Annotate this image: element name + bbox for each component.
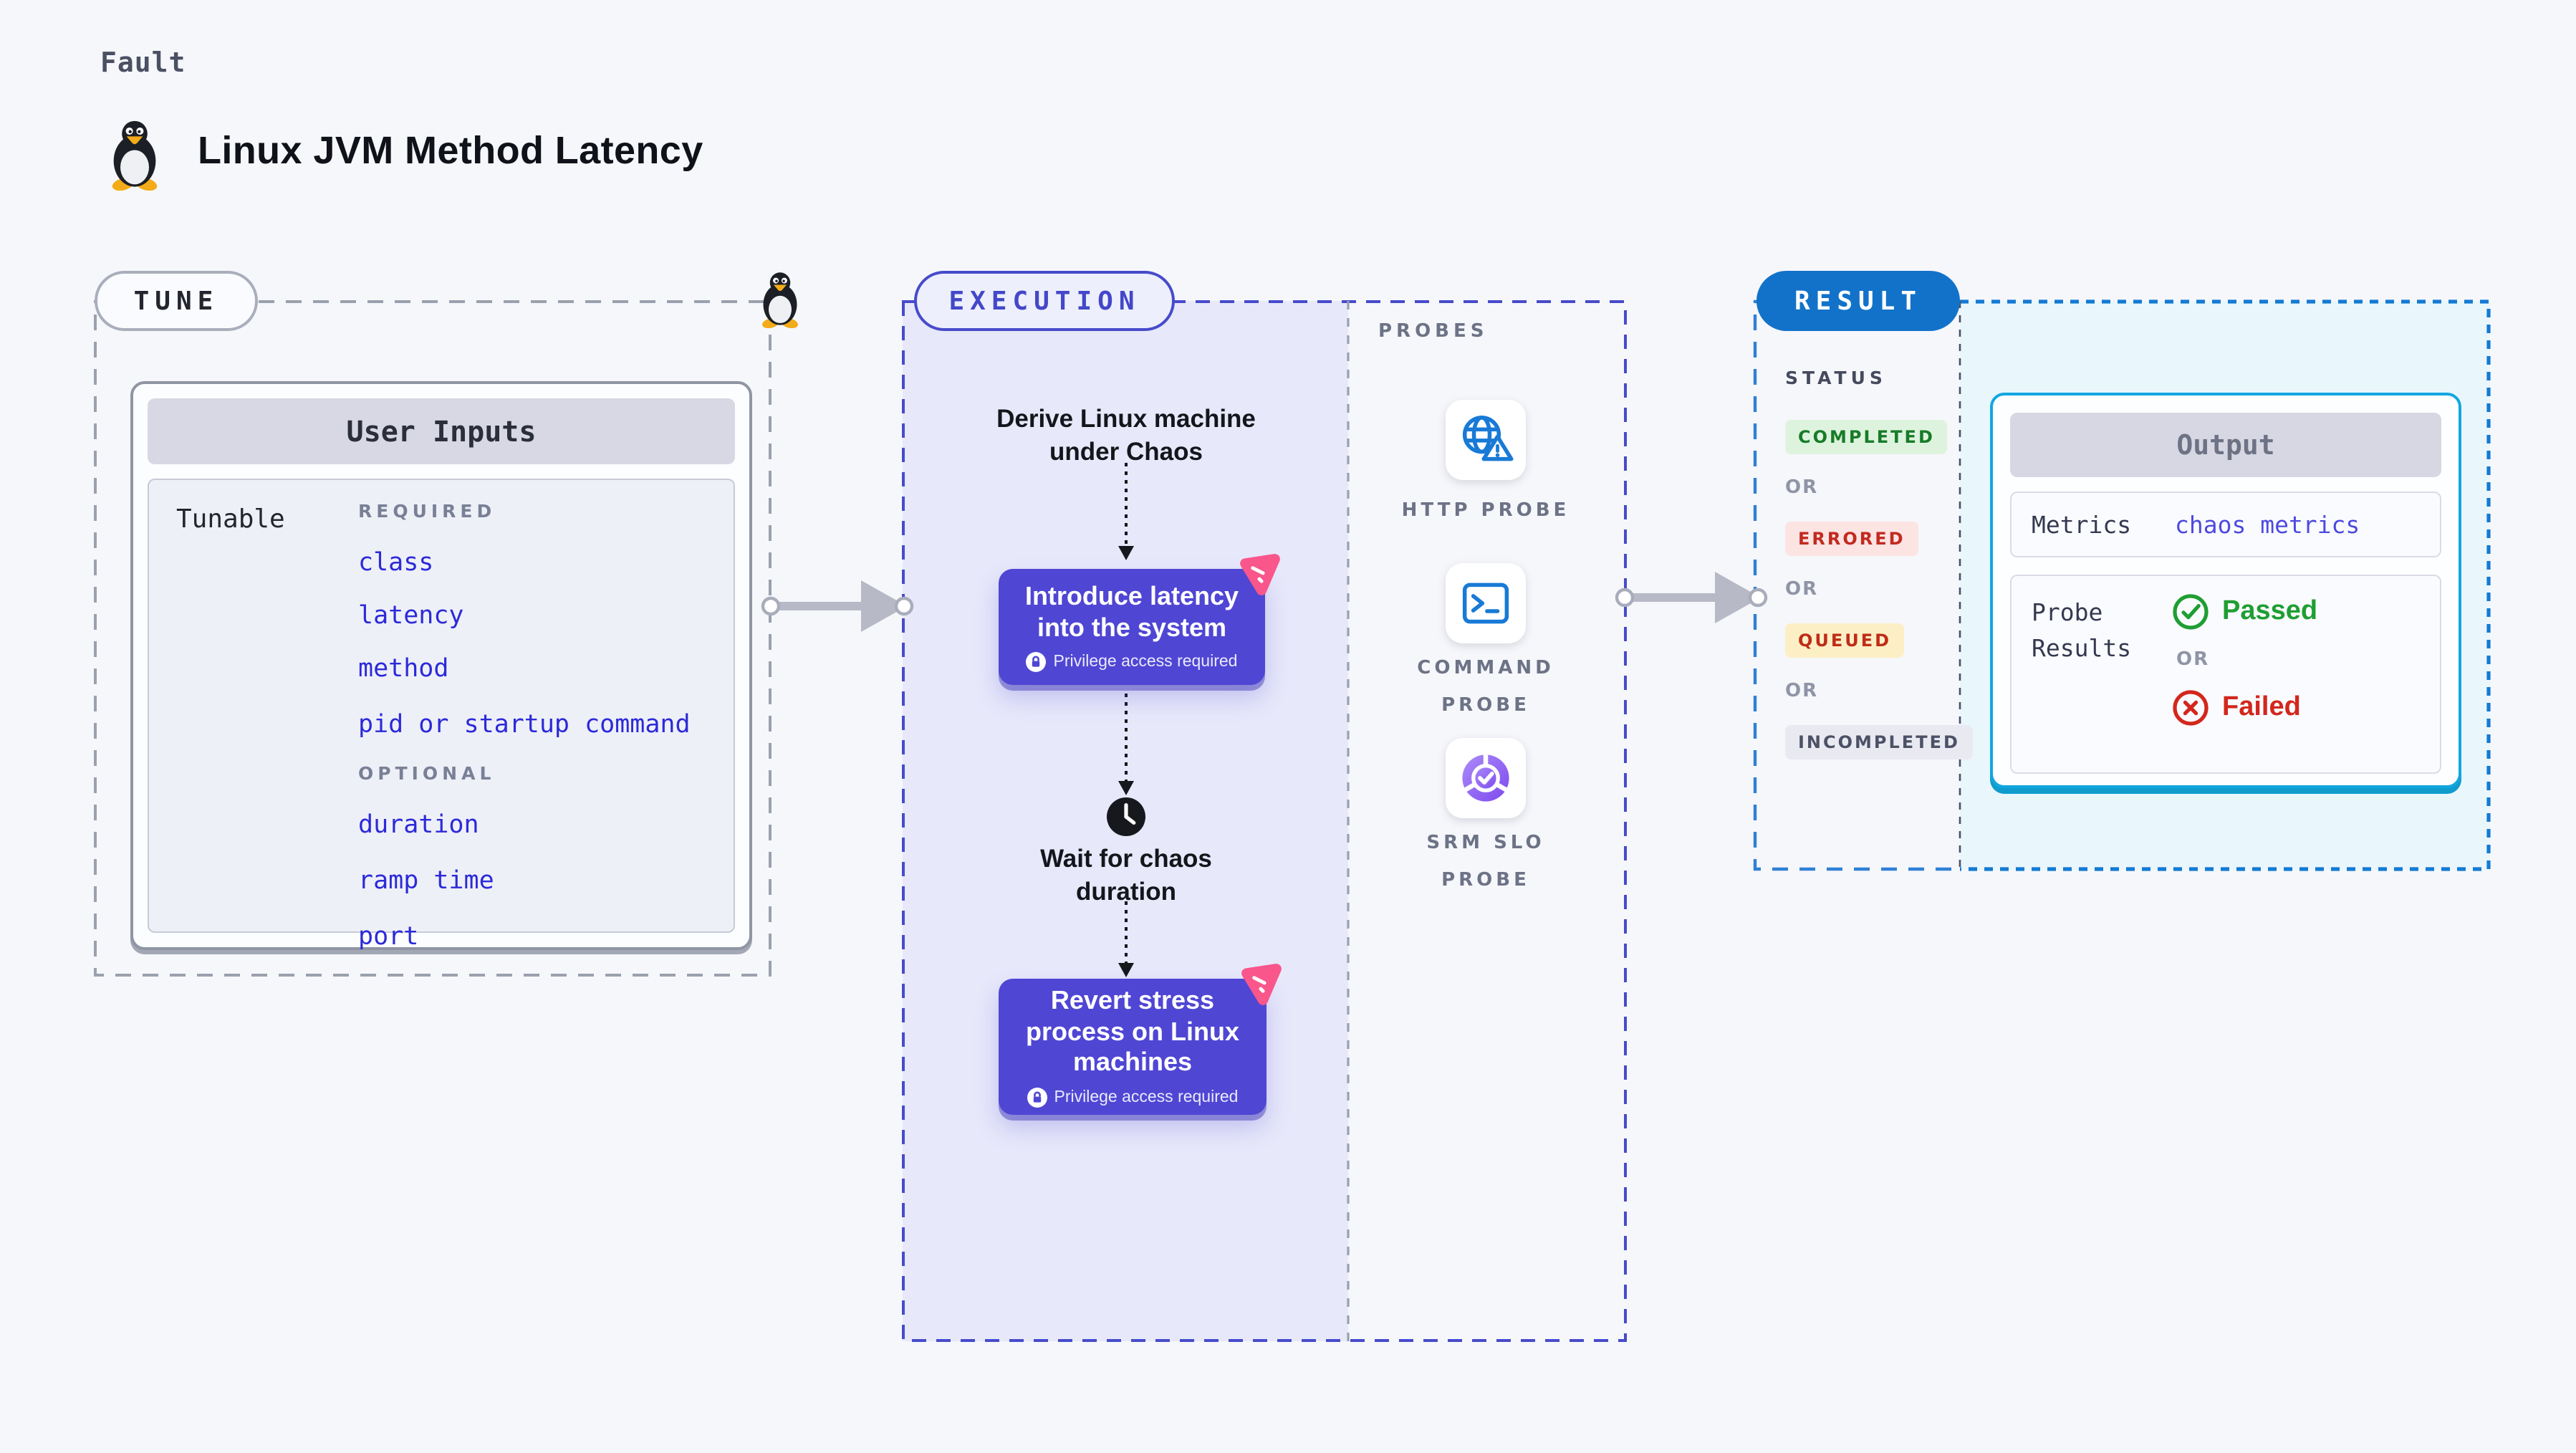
metrics-label: Metrics <box>2032 511 2132 538</box>
privilege-note: Privilege access required <box>1053 653 1238 671</box>
param-class[interactable]: class <box>358 549 434 577</box>
result-status-dashed-border <box>1753 299 1960 871</box>
privilege-note: Privilege access required <box>1054 1088 1239 1106</box>
param-duration[interactable]: duration <box>358 811 479 840</box>
result-section-pill: RESULT <box>1756 271 1960 331</box>
user-inputs-title: User Inputs <box>148 398 735 464</box>
user-inputs-card: User Inputs Tunable REQUIRED class laten… <box>130 381 752 951</box>
tune-dashed-box <box>94 300 772 977</box>
revert-stress-node: Revert stress process on Linux machines … <box>999 964 1282 1115</box>
tunable-params-list: REQUIRED class latency method pid or sta… <box>358 500 691 951</box>
or-label: OR <box>2176 649 2210 671</box>
chaos-experiment-icon <box>1241 964 1282 1005</box>
lock-icon <box>1027 1087 1047 1108</box>
execution-section-pill: EXECUTION <box>914 271 1175 331</box>
derive-step-text: Derive Linux machine under Chaos <box>996 404 1256 466</box>
probe-verdicts: Passed OR Failed <box>2172 593 2317 726</box>
required-group-label: REQUIRED <box>358 500 496 522</box>
param-port[interactable]: port <box>358 923 419 951</box>
check-circle-icon <box>2173 594 2209 630</box>
status-label: STATUS <box>1785 367 1887 388</box>
metrics-row: Metrics chaos metrics <box>2010 491 2441 557</box>
param-ramp-time[interactable]: ramp time <box>358 867 494 896</box>
http-probe-card <box>1446 400 1526 480</box>
linux-tux-icon <box>112 120 158 191</box>
introduce-latency-node: Introduce latency into the system Privil… <box>999 554 1280 685</box>
status-badge-errored: ERRORED <box>1785 522 1918 556</box>
fault-kicker: Fault <box>100 47 186 79</box>
wait-step-text: Wait for chaos duration <box>1040 844 1212 906</box>
tux-on-border-icon <box>762 272 798 328</box>
privilege-row: Privilege access required <box>1027 1087 1239 1108</box>
probe-results-row: Probe Results Passed OR Failed <box>2010 575 2441 774</box>
output-card: Output Metrics chaos metrics Probe Resul… <box>1990 393 2461 788</box>
command-probe-label: COMMAND PROBE <box>1417 658 1554 716</box>
slo-pie-check-icon <box>1461 752 1510 802</box>
probes-section-label: PROBES <box>1378 321 1489 342</box>
status-badge-queued: QUEUED <box>1785 623 1905 658</box>
lock-icon <box>1026 652 1047 673</box>
passed-verdict: Passed <box>2172 593 2317 630</box>
status-column: STATUS COMPLETED OR ERRORED OR QUEUED OR… <box>1785 367 1973 759</box>
output-title: Output <box>2010 413 2441 477</box>
tunables-panel: Tunable REQUIRED class latency method pi… <box>148 479 735 951</box>
or-label: OR <box>1785 477 1819 499</box>
tune-section-pill: TUNE <box>95 271 258 331</box>
x-circle-icon <box>2173 690 2209 726</box>
or-label: OR <box>1785 579 1819 600</box>
chaos-metrics-link[interactable]: chaos metrics <box>2175 511 2360 538</box>
clock-icon <box>1107 797 1145 836</box>
globe-alert-icon <box>1462 416 1514 461</box>
command-probe-card <box>1446 563 1526 643</box>
failed-verdict: Failed <box>2172 689 2317 726</box>
chaos-experiment-icon <box>1240 554 1280 595</box>
result-output-dashed-border <box>1960 299 2491 871</box>
probe-results-label: Probe Results <box>2032 599 2132 662</box>
srm-slo-probe-label: SRM SLO PROBE <box>1426 833 1545 891</box>
param-pid-or-startup-command[interactable]: pid or startup command <box>358 711 691 739</box>
or-label: OR <box>1785 681 1819 702</box>
optional-group-label: OPTIONAL <box>358 762 496 784</box>
param-method[interactable]: method <box>358 655 449 684</box>
status-badge-incompleted: INCOMPLETED <box>1785 725 1973 759</box>
page-title: Linux JVM Method Latency <box>198 129 703 172</box>
terminal-icon <box>1462 582 1509 624</box>
introduce-latency-label: Introduce latency into the system <box>1024 581 1239 641</box>
http-probe-label: HTTP PROBE <box>1401 500 1570 522</box>
execution-dashed-box <box>902 300 1627 1342</box>
revert-stress-label: Revert stress process on Linux machines <box>1025 986 1240 1077</box>
status-badge-completed: COMPLETED <box>1785 420 1948 454</box>
arrow-execution-to-result <box>1615 572 1768 623</box>
param-latency[interactable]: latency <box>358 602 464 630</box>
tunable-row-label: Tunable <box>176 504 285 534</box>
flow-arrowheads <box>1118 546 1134 977</box>
srm-slo-probe-card <box>1446 738 1526 818</box>
arrow-tune-to-execution <box>761 580 914 632</box>
privilege-row: Privilege access required <box>1026 652 1238 673</box>
